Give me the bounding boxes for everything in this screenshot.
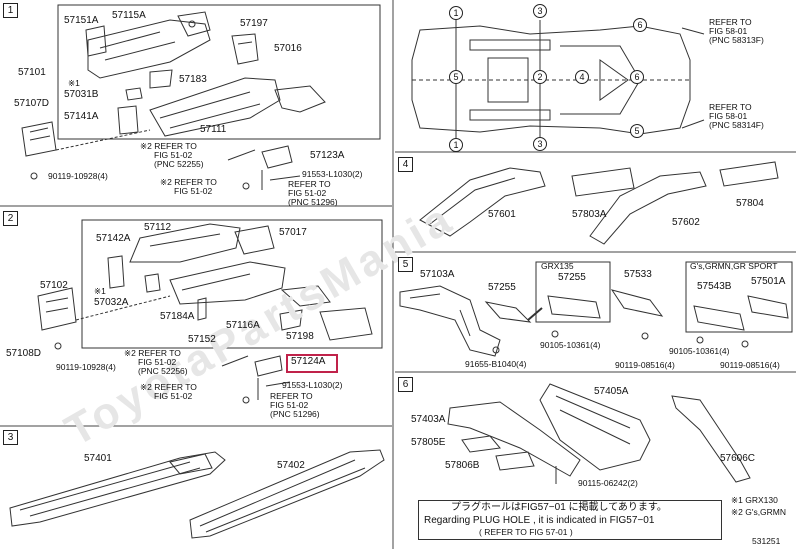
part-57805E[interactable]: 57805E xyxy=(411,437,446,448)
part-57115A[interactable]: 57115A xyxy=(112,10,146,21)
part-91655-B1040[interactable]: 91655-B1040(4) xyxy=(465,359,527,369)
section-number-3: 3 xyxy=(3,430,18,445)
part-90119-08516-b[interactable]: 90119-08516(4) xyxy=(720,360,780,370)
part-90105-10361-b[interactable]: 90105-10361(4) xyxy=(669,346,730,356)
part-57032A[interactable]: 57032A xyxy=(94,297,129,308)
part-57184A[interactable]: 57184A xyxy=(160,311,195,322)
part-57501A[interactable]: 57501A xyxy=(751,276,786,287)
section-number-1: 1 xyxy=(3,3,18,18)
part-57108D[interactable]: 57108D xyxy=(6,348,42,359)
part-57152[interactable]: 57152 xyxy=(188,334,216,345)
overview-callout-1-top[interactable]: 1 xyxy=(449,6,463,20)
overview-callout-6-top[interactable]: 6 xyxy=(633,18,647,32)
part-57116A[interactable]: 57116A xyxy=(226,320,260,331)
part-57533[interactable]: 57533 xyxy=(624,269,652,280)
part-57112[interactable]: 57112 xyxy=(144,222,172,233)
part-57403A[interactable]: 57403A xyxy=(411,414,446,425)
part-57401[interactable]: 57401 xyxy=(84,453,112,464)
part-90115-06242[interactable]: 90115-06242(2) xyxy=(578,478,638,488)
overview-callout-5-bottom[interactable]: 5 xyxy=(630,124,644,138)
part-90119-10928[interactable]: 90119-10928(4) xyxy=(48,171,108,181)
highlight-57124A[interactable] xyxy=(286,354,338,373)
part-57142A[interactable]: 57142A xyxy=(96,233,131,244)
part-57806B[interactable]: 57806B xyxy=(445,460,480,471)
overview-callout-1-bottom[interactable]: 1 xyxy=(449,138,463,152)
part-57016[interactable]: 57016 xyxy=(274,43,302,54)
part-90105-10361-a[interactable]: 90105-10361(4) xyxy=(540,340,601,350)
part-91553-L1030[interactable]: 91553-L1030(2) xyxy=(302,169,363,179)
s3-parts xyxy=(9,449,385,539)
section-number-6: 6 xyxy=(398,377,413,392)
footnote-1: ※1 GRX130 xyxy=(731,495,778,505)
note-japanese: プラグホールはFIG57−01 に掲載してあります。 xyxy=(451,502,667,513)
part-57803A[interactable]: 57803A xyxy=(572,209,607,220)
part-57107D[interactable]: 57107D xyxy=(14,98,50,109)
part-57123A[interactable]: 57123A xyxy=(310,150,345,161)
s4-parts xyxy=(419,161,779,245)
part-57124A[interactable]: 57124A xyxy=(291,356,326,367)
part-57102[interactable]: 57102 xyxy=(40,280,68,291)
part-57151A[interactable]: 57151A xyxy=(64,15,99,26)
overview-callout-6-right[interactable]: 6 xyxy=(630,70,644,84)
part-90119-08516-a[interactable]: 90119-08516(4) xyxy=(615,360,675,370)
note-refer[interactable]: ( REFER TO FIG 57-01 ) xyxy=(479,527,573,537)
s6-parts xyxy=(447,383,751,484)
label-gs-grmn-grsport: G's,GRMN,GR SPORT xyxy=(690,261,778,271)
part-57103A[interactable]: 57103A xyxy=(420,269,455,280)
label-grx135: GRX135 xyxy=(541,261,574,271)
part-57543B[interactable]: 57543B xyxy=(697,281,732,292)
note-mark-1: ※1 xyxy=(68,78,80,88)
overview-callout-2[interactable]: 2 xyxy=(533,70,547,84)
section-number-2: 2 xyxy=(3,211,18,226)
part-57198[interactable]: 57198 xyxy=(286,331,314,342)
part-57601[interactable]: 57601 xyxy=(488,209,516,220)
part-57402[interactable]: 57402 xyxy=(277,460,305,471)
section-number-5: 5 xyxy=(398,257,413,272)
part-57017[interactable]: 57017 xyxy=(279,227,307,238)
overview-callout-4[interactable]: 4 xyxy=(575,70,589,84)
overview-callout-3-bottom[interactable]: 3 xyxy=(533,137,547,151)
note-mark-2: ※1 xyxy=(94,286,106,296)
plug-hole-note: プラグホールはFIG57−01 に掲載してあります。 Regarding PLU… xyxy=(418,500,722,540)
part-57101[interactable]: 57101 xyxy=(18,67,46,78)
part-57606C[interactable]: 57606C xyxy=(720,453,756,464)
part-91553-L1030-b[interactable]: 91553-L1030(2) xyxy=(282,380,343,390)
catalog-code: 531251 xyxy=(752,536,781,546)
part-57255-a[interactable]: 57255 xyxy=(488,282,516,293)
part-57602[interactable]: 57602 xyxy=(672,217,700,228)
overview-callout-3-top[interactable]: 3 xyxy=(533,4,547,18)
footnote-2: ※2 G's,GRMN xyxy=(731,507,787,517)
s5-parts xyxy=(399,261,793,357)
overview-callout-5-left[interactable]: 5 xyxy=(449,70,463,84)
part-57804[interactable]: 57804 xyxy=(736,198,764,209)
part-57405A[interactable]: 57405A xyxy=(594,386,629,397)
part-57141A[interactable]: 57141A xyxy=(64,111,99,122)
note-english: Regarding PLUG HOLE , it is indicated in… xyxy=(424,515,655,526)
part-57111[interactable]: 57111 xyxy=(200,124,227,135)
s1-parts xyxy=(21,11,326,190)
section-number-4: 4 xyxy=(398,157,413,172)
s2-parts xyxy=(37,219,383,404)
part-57255-b[interactable]: 57255 xyxy=(558,272,586,283)
part-90119-10928-b[interactable]: 90119-10928(4) xyxy=(56,362,116,372)
part-57197[interactable]: 57197 xyxy=(240,18,268,29)
part-57031B[interactable]: 57031B xyxy=(64,89,99,100)
part-57183[interactable]: 57183 xyxy=(179,74,207,85)
